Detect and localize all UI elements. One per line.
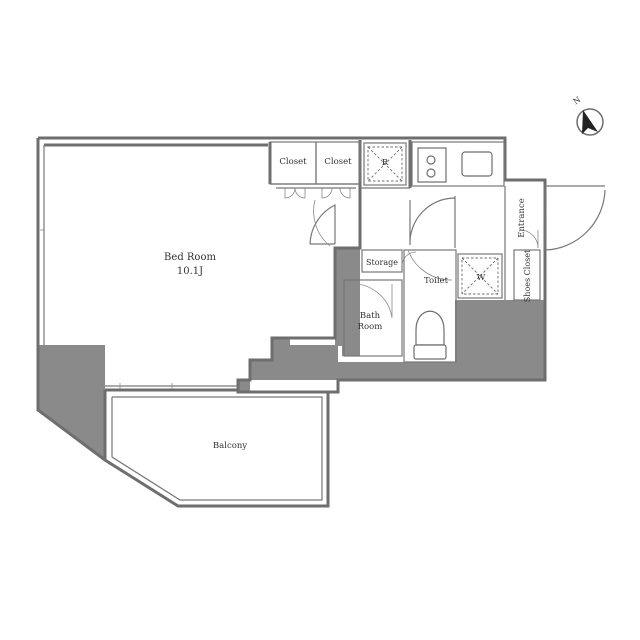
- shoes-closet-label: Shoes Closet: [523, 249, 532, 302]
- washer-space: [457, 253, 503, 299]
- refrigerator-label: R: [382, 158, 389, 168]
- storage-door: [401, 250, 417, 267]
- compass-arrow: [582, 110, 598, 134]
- balcony-outline: [103, 388, 330, 508]
- entrance-label: Entrance: [517, 198, 527, 238]
- bath-box: [343, 279, 403, 357]
- shaft-right: [505, 300, 545, 380]
- counter: [411, 141, 505, 187]
- outer-wall: [38, 136, 547, 394]
- toilet-room: [403, 249, 457, 363]
- washer-x1: [461, 257, 499, 295]
- north-arrow: N: [571, 95, 604, 136]
- shoes-closet-box: [513, 249, 541, 301]
- storage-label: Storage: [366, 258, 398, 267]
- bedroom-door-arc: [313, 199, 331, 247]
- bedroom-door: [309, 204, 336, 245]
- entrance-door: [544, 185, 606, 251]
- toilet-bowl: [415, 310, 445, 346]
- toilet-box: [403, 249, 457, 363]
- balcony-area: [103, 383, 330, 508]
- bath-door: [347, 283, 393, 319]
- bedroom-label: Bed Room: [164, 252, 216, 263]
- entrance-area: [504, 185, 606, 301]
- closet-block: [268, 141, 361, 199]
- burner-1: [426, 155, 436, 165]
- fridge-dashed: [367, 146, 403, 182]
- toilet-tank: [413, 344, 447, 360]
- toilet-door: [407, 249, 453, 281]
- bath-label-line2: Room: [358, 322, 383, 332]
- stove: [417, 147, 447, 183]
- bedroom-size-label: 10.1J: [177, 266, 203, 277]
- balcony-label: Balcony: [213, 441, 247, 451]
- toilet-label: Toilet: [424, 276, 449, 286]
- closet-door-1: [284, 187, 306, 199]
- closet-1-label: Closet: [279, 157, 307, 167]
- bedroom-wall-left: [36, 138, 106, 462]
- room-labels: Bed Room 10.1J Closet Closet R Storage T…: [164, 157, 532, 451]
- fridge-box: [363, 142, 407, 186]
- closet-door-2: [321, 187, 351, 199]
- shaft-toilet-right: [455, 300, 505, 362]
- bath-room: [343, 279, 403, 357]
- washer-dashed: [461, 257, 499, 295]
- bath-label-line1: Bath: [360, 311, 381, 321]
- washer-label: W: [477, 273, 486, 283]
- shaft-bottom: [338, 362, 545, 380]
- shaft-left: [38, 345, 105, 460]
- washer-x2: [461, 257, 499, 295]
- burner-2: [426, 168, 436, 178]
- north-label: N: [571, 95, 582, 106]
- entrance-small-door: [519, 229, 539, 249]
- shaft-center: [238, 248, 360, 392]
- shaft-areas: [38, 248, 545, 460]
- balcony-inner: [111, 396, 323, 501]
- exterior-walls: [36, 136, 547, 462]
- storage-room: [361, 249, 417, 273]
- washer-box: [457, 253, 503, 299]
- sink: [461, 151, 493, 177]
- kitchen: [363, 140, 505, 188]
- fridge-x2: [367, 146, 403, 182]
- closet-2-label: Closet: [324, 157, 352, 167]
- hall-door: [409, 197, 456, 246]
